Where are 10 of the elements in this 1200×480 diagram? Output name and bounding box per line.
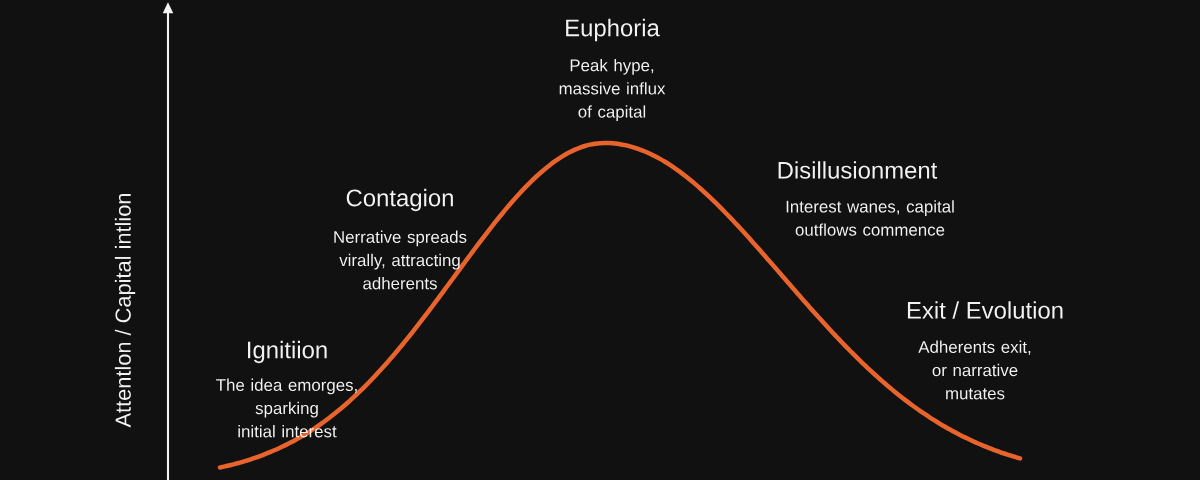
- phase-description: Peak hype, massive influx of capital: [559, 58, 666, 122]
- phase-description: Interest wanes, capital outflows commence: [786, 200, 954, 236]
- phase-description: Nerrative spreads virally, attracting adherents: [334, 230, 467, 290]
- axis-label: Attentlon / Capital intlion: [114, 194, 136, 428]
- phase-heading: Disillusionment: [778, 161, 938, 179]
- phase-heading: Ignitiion: [248, 340, 327, 364]
- phase-heading: Contagion: [346, 188, 453, 212]
- phase-heading: Exit / Evolution: [907, 301, 1063, 319]
- phase-heading: Euphoria: [566, 18, 660, 42]
- phase-description: Adherents exit, or narrative mutates: [918, 340, 1031, 400]
